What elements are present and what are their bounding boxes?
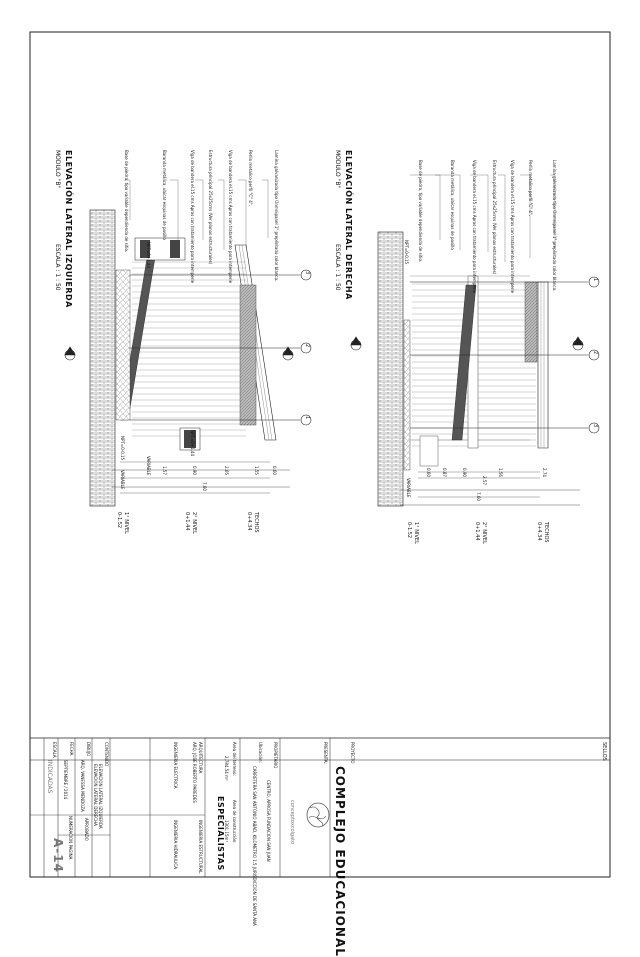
right-elevation-title: ELEVACIÓN LATERAL DERECHA xyxy=(344,150,353,300)
logo-text: conceptoxcolgato xyxy=(289,800,295,845)
left-note-7: Base de piedra, tipo variable dependiend… xyxy=(124,150,129,253)
dibujo-value: ARQ. VANESSA MENDOZA xyxy=(80,760,85,812)
left-level-techos-value: 0+4.34 xyxy=(246,512,252,531)
left-npt-tag-mid: NPT=0+1.44 xyxy=(190,430,195,457)
ubicacion-label: Ubicación: xyxy=(258,742,263,763)
right-elevation-module: MODULO "B" xyxy=(334,150,341,189)
especialistas-heading: ESPECIALISTAS xyxy=(216,796,225,871)
arquitectura-value: ARQ. JOSE ROBERTO PAREDES xyxy=(192,742,197,803)
escala-value: INDICADAS xyxy=(46,760,53,794)
right-dim-6: 7.60 xyxy=(476,492,481,501)
right-dim-4: 0.87 xyxy=(442,468,447,477)
left-level-1-name: 1° NIVEL xyxy=(123,512,129,534)
hoja-label: NUMERACION PAGINA xyxy=(68,816,73,860)
right-npt-tag: NPT=0-0.15 xyxy=(404,240,409,265)
right-level-techos-value: 0+4.34 xyxy=(536,522,542,541)
right-elevation-scale: ESCALA : 1 : 50 xyxy=(334,244,341,291)
electrica-label: INGENIERIA ELECTRICA xyxy=(173,742,178,789)
left-dim-6: VARIABLE xyxy=(146,456,151,476)
left-level-2-name: 2° NIVEL xyxy=(191,512,197,534)
sheet-border xyxy=(29,31,611,878)
left-axis-1: 1 xyxy=(304,416,310,420)
fecha-label: FECHA xyxy=(69,742,74,756)
right-elevation-drawing xyxy=(350,174,600,507)
proyecto-label: PROYECTO xyxy=(350,742,355,764)
right-note-2: Perlin metalico perfil "C" 4". xyxy=(528,160,533,216)
left-dim-8: VARIABLE xyxy=(120,470,125,490)
estructural-label: INGENIERIA ESTRUCTURAL xyxy=(198,820,203,874)
left-dim-5: 1.57 xyxy=(162,466,167,475)
area-construccion-label: Area de construcción: xyxy=(232,800,237,844)
left-note-4: Estructura principal 25x25cms (Ver plano… xyxy=(208,150,213,265)
aprobado-label: APROBADO xyxy=(84,818,89,841)
left-elevation-scale: ESCALA : 1 : 50 xyxy=(54,244,61,291)
right-dim-7: 2.57 xyxy=(482,476,487,485)
right-level-techos-name: TECHOS xyxy=(543,522,549,543)
presenta-label: PRESENTA: xyxy=(323,742,328,764)
left-dim-4: 0.90 xyxy=(192,466,197,475)
ubicacion-value: CARRETERA SAN ANTONIO ABAD, KILOMETRO 1.… xyxy=(252,766,257,926)
arquitectura-label: ARQUITECTURA xyxy=(198,742,203,774)
hidraulica-label: INGENIERIA HIDRAULICA xyxy=(173,820,178,869)
company-logo-icon xyxy=(306,802,330,828)
left-dim-3: 2.65 xyxy=(224,466,229,475)
right-level-2-name: 2° NIVEL xyxy=(481,522,487,544)
left-note-5: Viga de bandera el.15 cms Apros con trat… xyxy=(190,150,195,284)
right-note-1: Lamina galvanizada tipo Onmnipanel 1" pr… xyxy=(552,160,557,292)
escala-label: ESCALA xyxy=(52,742,57,758)
left-elevation-module: MODULO "B" xyxy=(54,150,61,189)
left-note-6: Baranda metálica, ubicar esquinas de pas… xyxy=(162,150,167,240)
right-axis-3: 3 xyxy=(592,424,598,428)
sheet-number: A-14 xyxy=(51,838,65,873)
contenido-label: CONTENIDO xyxy=(104,742,109,767)
left-note-3: Viga de bandera el.15 cms Apros con trat… xyxy=(228,150,233,284)
left-level-1-value: 0-1.52 xyxy=(116,512,122,529)
left-elevation-title: ELEVACIÓN LATERAL IZQUIERDA xyxy=(64,150,73,308)
right-level-1-value: 0-1.52 xyxy=(406,522,412,539)
left-note-1: Lamina galvanizada tipo Onmnipanel 1" pr… xyxy=(274,150,279,282)
right-dim-1: 2.74 xyxy=(542,468,547,477)
project-name: COMPLEJO EDUCACIONAL xyxy=(333,766,347,957)
left-npt-tag-bottom: NPT=0-0.15 xyxy=(120,436,125,461)
left-note-2: Perlin metalico perfil "C" 4". xyxy=(248,150,253,206)
right-dim-3: 0.90 xyxy=(462,468,467,477)
right-note-6: Baranda metálica, ubicar esquinas de pas… xyxy=(450,160,455,250)
right-note-7: Base de piedra, tipo variable dependiend… xyxy=(418,160,423,263)
left-dim-7: 7.60 xyxy=(202,482,207,491)
right-note-3: Viga de bandera el.15 cms Apros con trat… xyxy=(510,160,515,294)
contenido-1: ELEVACION LATERAL IZQUIERDA xyxy=(98,764,103,829)
right-level-1-name: 1° NIVEL xyxy=(413,522,419,544)
left-level-2-value: 0+1.44 xyxy=(184,512,190,531)
right-dim-5: 0.60 xyxy=(426,468,431,477)
left-axis-3: 3 xyxy=(304,271,310,275)
drawing-sheet: ELEVACIÓN LATERAL DERECHA MODULO "B" ESC… xyxy=(29,31,611,957)
right-note-5: Viga de bandera el.15 cms Apros con trat… xyxy=(472,160,477,294)
fecha-value: SEPTIEMBRE / 2014 xyxy=(63,760,68,800)
left-axis-2: 2 xyxy=(304,344,310,348)
left-elevation-drawing xyxy=(64,179,312,507)
right-note-4: Estructura principal 25x25cms (Ver plano… xyxy=(492,160,497,275)
right-level-2-value: 0+1.44 xyxy=(474,522,480,541)
right-axis-2: 2 xyxy=(592,351,598,355)
propietario-value: CENTRO, APROSA FUNDACION SAN JUAN xyxy=(266,780,271,862)
left-npt-tag-top: NPT=0+1.44 xyxy=(146,242,151,269)
area-terreno-value: 2,784.54 m² xyxy=(224,756,229,781)
left-level-techos-name: TECHOS xyxy=(253,512,259,533)
area-terreno-label: Area del terreno: xyxy=(232,742,237,776)
sellos-label: SELLOS xyxy=(601,742,607,761)
right-axis-1: 1 xyxy=(592,278,598,282)
right-dim-2: 1.56 xyxy=(498,468,503,477)
left-dim-1: 0.60 xyxy=(272,466,277,475)
drawing-canvas xyxy=(29,31,611,878)
dibujo-label: DIBUJO xyxy=(86,742,91,757)
propietario-label: PROPIETARIO xyxy=(273,742,278,769)
contenido-2: ELEVACION LATERAL DERECHA xyxy=(93,764,98,826)
right-dim-8: VARIABLE xyxy=(406,478,411,498)
left-dim-2: 1.55 xyxy=(254,466,259,475)
